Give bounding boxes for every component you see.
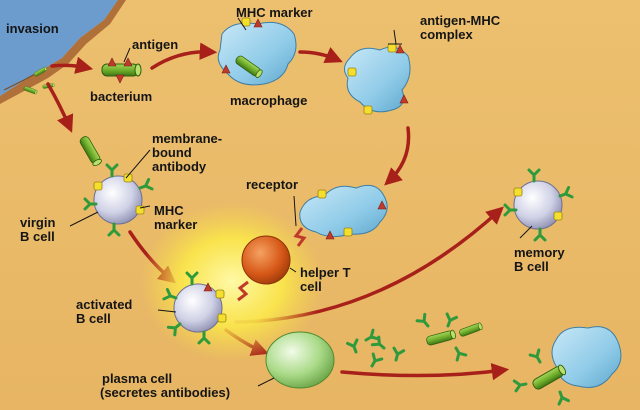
t-cell-receptor — [293, 227, 307, 247]
leader-lines — [69, 17, 533, 387]
label-mhc-line1: MHC — [154, 203, 184, 218]
label-virgin-line1: virgin — [20, 215, 56, 230]
label-helper-line1: helper T — [300, 265, 351, 280]
helper-t-cell — [241, 235, 291, 285]
arrow-macrophage-to-complex — [298, 47, 343, 64]
label-invasion: invasion — [6, 21, 59, 36]
arrow-complex-to-tcell — [384, 126, 411, 186]
label-plasma-line2: (secretes antibodies) — [100, 385, 231, 400]
label-membrane-line2: bound — [152, 145, 192, 160]
label-helper-line2: cell — [300, 279, 322, 294]
label-receptor: receptor — [246, 177, 299, 192]
label-memory-line2: B cell — [514, 259, 549, 274]
bacterium-near-bcell — [78, 134, 103, 168]
label-antigen-mhc-line1: antigen-MHC — [420, 13, 501, 28]
final-macrophage — [512, 326, 622, 406]
secreted-antibodies — [346, 328, 406, 370]
label-antigen: antigen — [132, 37, 179, 52]
label-bacterium: bacterium — [90, 89, 153, 104]
label-plasma-line1: plasma cell — [102, 371, 173, 386]
macrophage — [217, 17, 297, 86]
label-membrane-line1: membrane- — [152, 131, 223, 146]
bacterium — [101, 57, 142, 84]
antibody-coated-bacteria — [415, 312, 484, 362]
memory-b-cell — [503, 168, 574, 242]
label-activated-line2: B cell — [76, 311, 111, 326]
arrow-bacterium-to-macrophage — [150, 42, 218, 70]
virgin-b-cell — [83, 163, 154, 237]
plasma-cell — [265, 331, 335, 389]
antigen-mhc-macrophage — [344, 43, 411, 115]
label-membrane-line3: antibody — [152, 159, 207, 174]
presenting-macrophage — [299, 184, 388, 240]
label-virgin-line2: B cell — [20, 229, 55, 244]
label-macrophage: macrophage — [230, 93, 308, 108]
label-antigen-mhc-line2: complex — [420, 27, 473, 42]
label-mhc-marker-top: MHC marker — [236, 5, 313, 20]
label-activated-line1: activated — [76, 297, 133, 312]
arrow-invasion-to-bacterium — [50, 56, 94, 74]
label-memory-line1: memory — [514, 245, 565, 260]
t-cell-link — [237, 280, 249, 302]
label-mhc-line2: marker — [154, 217, 198, 232]
arrow-invasion-to-bcell — [46, 82, 74, 133]
activated-b-cell — [162, 271, 227, 345]
arrow-plasma-to-antibodies — [340, 362, 510, 381]
